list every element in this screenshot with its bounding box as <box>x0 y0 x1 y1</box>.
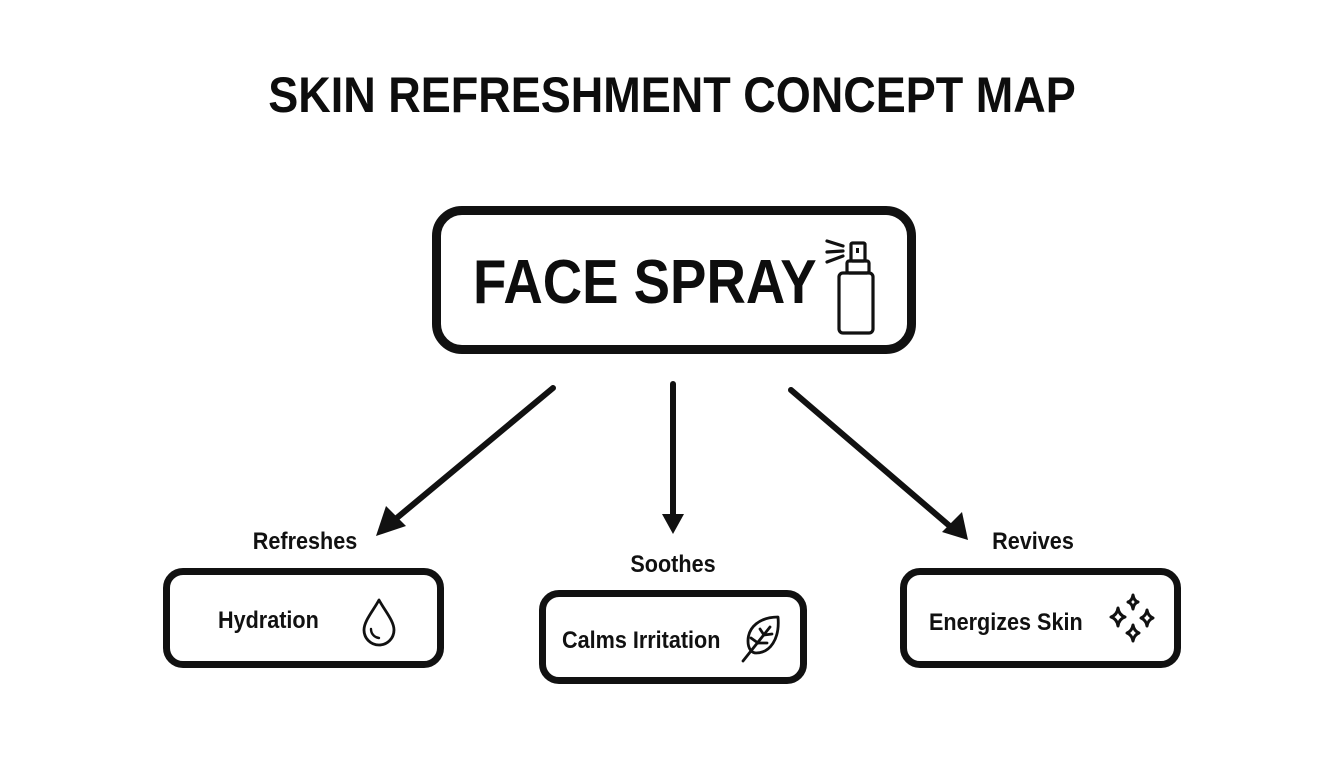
node-label-calms-irritation: Calms Irritation <box>562 627 721 654</box>
arrowhead-soothes <box>662 514 684 534</box>
arrow-refreshes <box>389 385 556 525</box>
relation-label-revives: Revives <box>992 528 1074 555</box>
node-calms-irritation: Calms Irritation <box>539 590 807 684</box>
relation-label-refreshes: Refreshes <box>252 528 358 555</box>
relation-label-soothes: Soothes <box>630 551 716 578</box>
leaf-icon <box>740 613 784 670</box>
node-label-energizes-skin: Energizes Skin <box>929 609 1083 636</box>
arrow-revives <box>788 387 955 531</box>
arrowhead-refreshes <box>376 506 406 536</box>
node-hydration: Hydration <box>163 568 444 668</box>
sparkles-icon <box>1105 591 1159 650</box>
node-energizes-skin: Energizes Skin <box>900 568 1181 668</box>
node-label-hydration: Hydration <box>218 607 319 634</box>
central-node: FACE SPRAY <box>432 206 916 354</box>
water-drop-icon <box>360 597 398 652</box>
spray-bottle-icon <box>823 233 885 346</box>
arrowhead-revives <box>942 512 968 540</box>
central-node-label: FACE SPRAY <box>473 248 817 317</box>
diagram-title: SKIN REFRESHMENT CONCEPT MAP <box>268 67 1076 123</box>
